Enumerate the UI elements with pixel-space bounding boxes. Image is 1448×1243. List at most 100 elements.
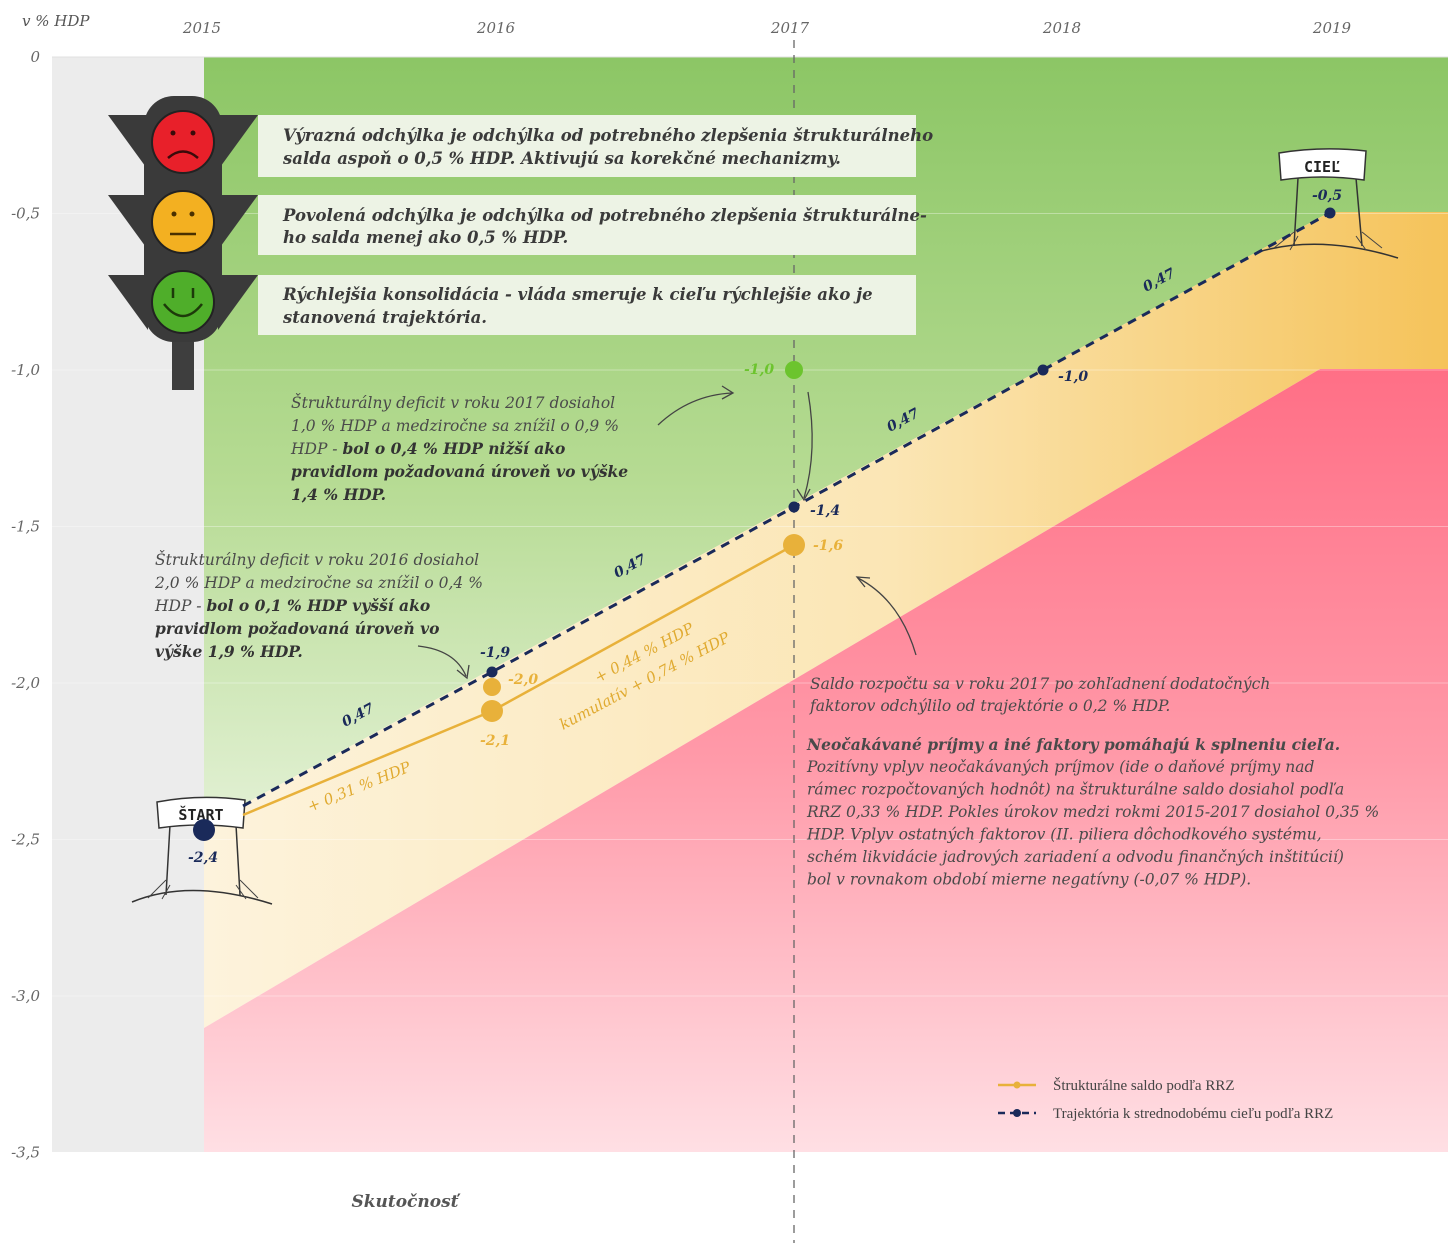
zone-bands [52,56,1448,1152]
structural-point [481,700,503,722]
goal-sign-text: CIEĽ [1304,158,1340,176]
traffic-light-visor-6 [218,275,258,330]
green-text-line-1: Rýchlejšia konsolidácia - vláda smeruje … [282,285,873,304]
note-2016-line: 2,0 % HDP a medziročne sa znížil o 0,4 % [154,574,483,592]
legend-structural-marker [1013,1081,1021,1089]
svg-text:ho salda menej ako 0,5 % HDP.: ho salda menej ako 0,5 % HDP. [283,228,568,247]
svg-text:salda aspoň o 0,5 % HDP. Aktiv: salda aspoň o 0,5 % HDP. Aktivujú sa kor… [282,149,841,168]
trajectory-value-label: -1,4 [810,503,840,519]
y-tick-label: -1,0 [11,361,40,379]
arrow-2016-note [417,645,467,677]
yellow-text-line-1: Povolená odchýlka je odchýlka od potrebn… [282,206,927,225]
trajectory-value-label: -1,0 [1058,369,1088,385]
extra-point-2016 [483,678,501,696]
trajectory-point [1324,207,1336,219]
y-tick-label: -0,5 [11,205,40,223]
x-tick-label: 2018 [1042,19,1081,37]
traffic-light-visor-5 [108,275,148,330]
y-tick-label: -3,5 [11,1144,40,1162]
trajectory-value-label: -1,9 [480,645,510,661]
traffic-light-visor-1 [108,115,148,170]
trajectory-value-label: -2,4 [188,850,218,866]
red-face-frown [167,150,199,159]
traffic-light-visor-2 [218,115,258,170]
note-factors-line: bol v rovnakom období mierne negatívny (… [807,871,1251,889]
y-unit-label: v % HDP [22,12,90,30]
red-text-box [258,115,916,177]
red-text-line-1: Výrazná odchýlka je odchýlka od potrebné… [283,126,933,145]
green-text-box [258,275,916,335]
note-factors-title: Neočakávané príjmy a iné faktory pomáhaj… [806,735,1340,754]
red-zone [204,369,1448,1152]
note-2017-line: HDP - bol o 0,4 % HDP nižší ako [290,439,565,458]
red-face-eye-right [190,130,196,136]
arrow-2016-note-head [456,664,470,680]
svg-text:stanovená trajektória.: stanovená trajektória. [282,308,487,327]
traffic-light-visor-3 [108,195,148,250]
x-tick-label: 2019 [1312,19,1352,37]
note-factors-line: Pozitívny vplyv neočakávaných príjmov (i… [806,758,1314,776]
note-factors: Pozitívny vplyv neočakávaných príjmov (i… [806,758,1379,889]
note-2017-line: 1,0 % HDP a medziročne sa znížil o 0,9 % [291,417,619,435]
goal-sign-board [1278,148,1367,181]
y-axis: 0-0,5-1,0-1,5-2,0-2,5-3,0-3,5 [11,48,1448,1162]
note-factors-line: schém likvidácie jadrových zariadení a o… [807,848,1344,866]
note-2017: Štrukturálny deficit v roku 2017 dosiaho… [290,394,628,504]
note-2017-line: Štrukturálny deficit v roku 2017 dosiaho… [291,394,615,412]
traffic-light [108,96,258,390]
extra-point-label: -2,0 [508,672,538,688]
trajectory-value-label: -0,5 [1312,188,1342,204]
yellow-face-eye-right [189,211,195,217]
svg-text:Výrazná odchýlka je odchýlka o: Výrazná odchýlka je odchýlka od potrebné… [283,126,933,145]
structural-value-label: -2,1 [480,733,510,749]
yellow-face-eye-left [171,211,177,217]
goal-sign-roots [1273,231,1383,251]
traffic-light-visor-4 [218,195,258,250]
red-light [151,110,215,174]
series-layer [193,207,1336,841]
note-saldo-line: faktorov odchýlilo od trajektórie o 0,2 … [809,697,1170,715]
svg-text:Rýchlejšia konsolidácia - vlád: Rýchlejšia konsolidácia - vláda smeruje … [282,285,873,304]
legend-structural-label: Štrukturálne saldo podľa RRZ [1053,1077,1235,1094]
note-saldo-line: Saldo rozpočtu sa v roku 2017 po zohľadn… [810,675,1270,693]
annotation-arrows [417,385,917,680]
arrow-green-point [803,391,813,499]
structural-point [783,534,805,556]
trajectory-point [1037,364,1049,376]
start-sign: ŠTART [131,796,273,905]
arrow-saldo-note-head [855,576,871,588]
y-tick-label: -2,0 [11,674,40,692]
start-sign-board [156,796,246,829]
start-sign-ground [131,889,273,905]
note-2017-line: 1,4 % HDP. [291,485,386,504]
note-factors-line: HDP. Vplyv ostatných faktorov (II. pilie… [806,826,1322,844]
note-factors-line: rámec rozpočtovaných hodnôt) na štruktur… [807,781,1344,799]
legend-trajectory-marker [1013,1109,1021,1117]
green-text-line-2: stanovená trajektória. [282,308,487,327]
note-2016-line: pravidlom požadovaná úroveň vo [155,619,439,638]
traffic-light-legend: Výrazná odchýlka je odchýlka od potrebné… [258,115,933,335]
arrow-green-point-head [796,488,811,502]
legend-trajectory-label: Trajektória k strednodobému cieľu podľa … [1053,1106,1333,1122]
trajectory-point [486,666,498,678]
start-sign-legs [165,824,241,896]
note-2016: Štrukturálny deficit v roku 2016 dosiaho… [154,551,483,661]
structural-value-label: -1,6 [813,538,843,554]
note-2016-line: HDP - bol o 0,1 % HDP vyšší ako [154,596,430,615]
goal-sign-ground [1257,243,1399,259]
svg-text:Povolená odchýlka je odchýlka: Povolená odchýlka je odchýlka od potrebn… [282,206,927,225]
y-tick-label: 0 [30,48,40,66]
start-sign-roots [147,879,259,900]
traffic-light-pole [172,330,194,390]
watermark: GRAF 2 [0,368,68,832]
arrow-2017-note-head [721,385,735,400]
green-light [151,270,215,334]
red-face-eye-left [170,130,176,136]
yellow-light [151,190,215,254]
start-sign-text: ŠTART [178,805,223,824]
extra-point-label: -1,0 [744,362,774,378]
y-tick-label: -1,5 [11,518,40,536]
start-point [193,819,215,841]
trajectory-point [788,501,800,513]
